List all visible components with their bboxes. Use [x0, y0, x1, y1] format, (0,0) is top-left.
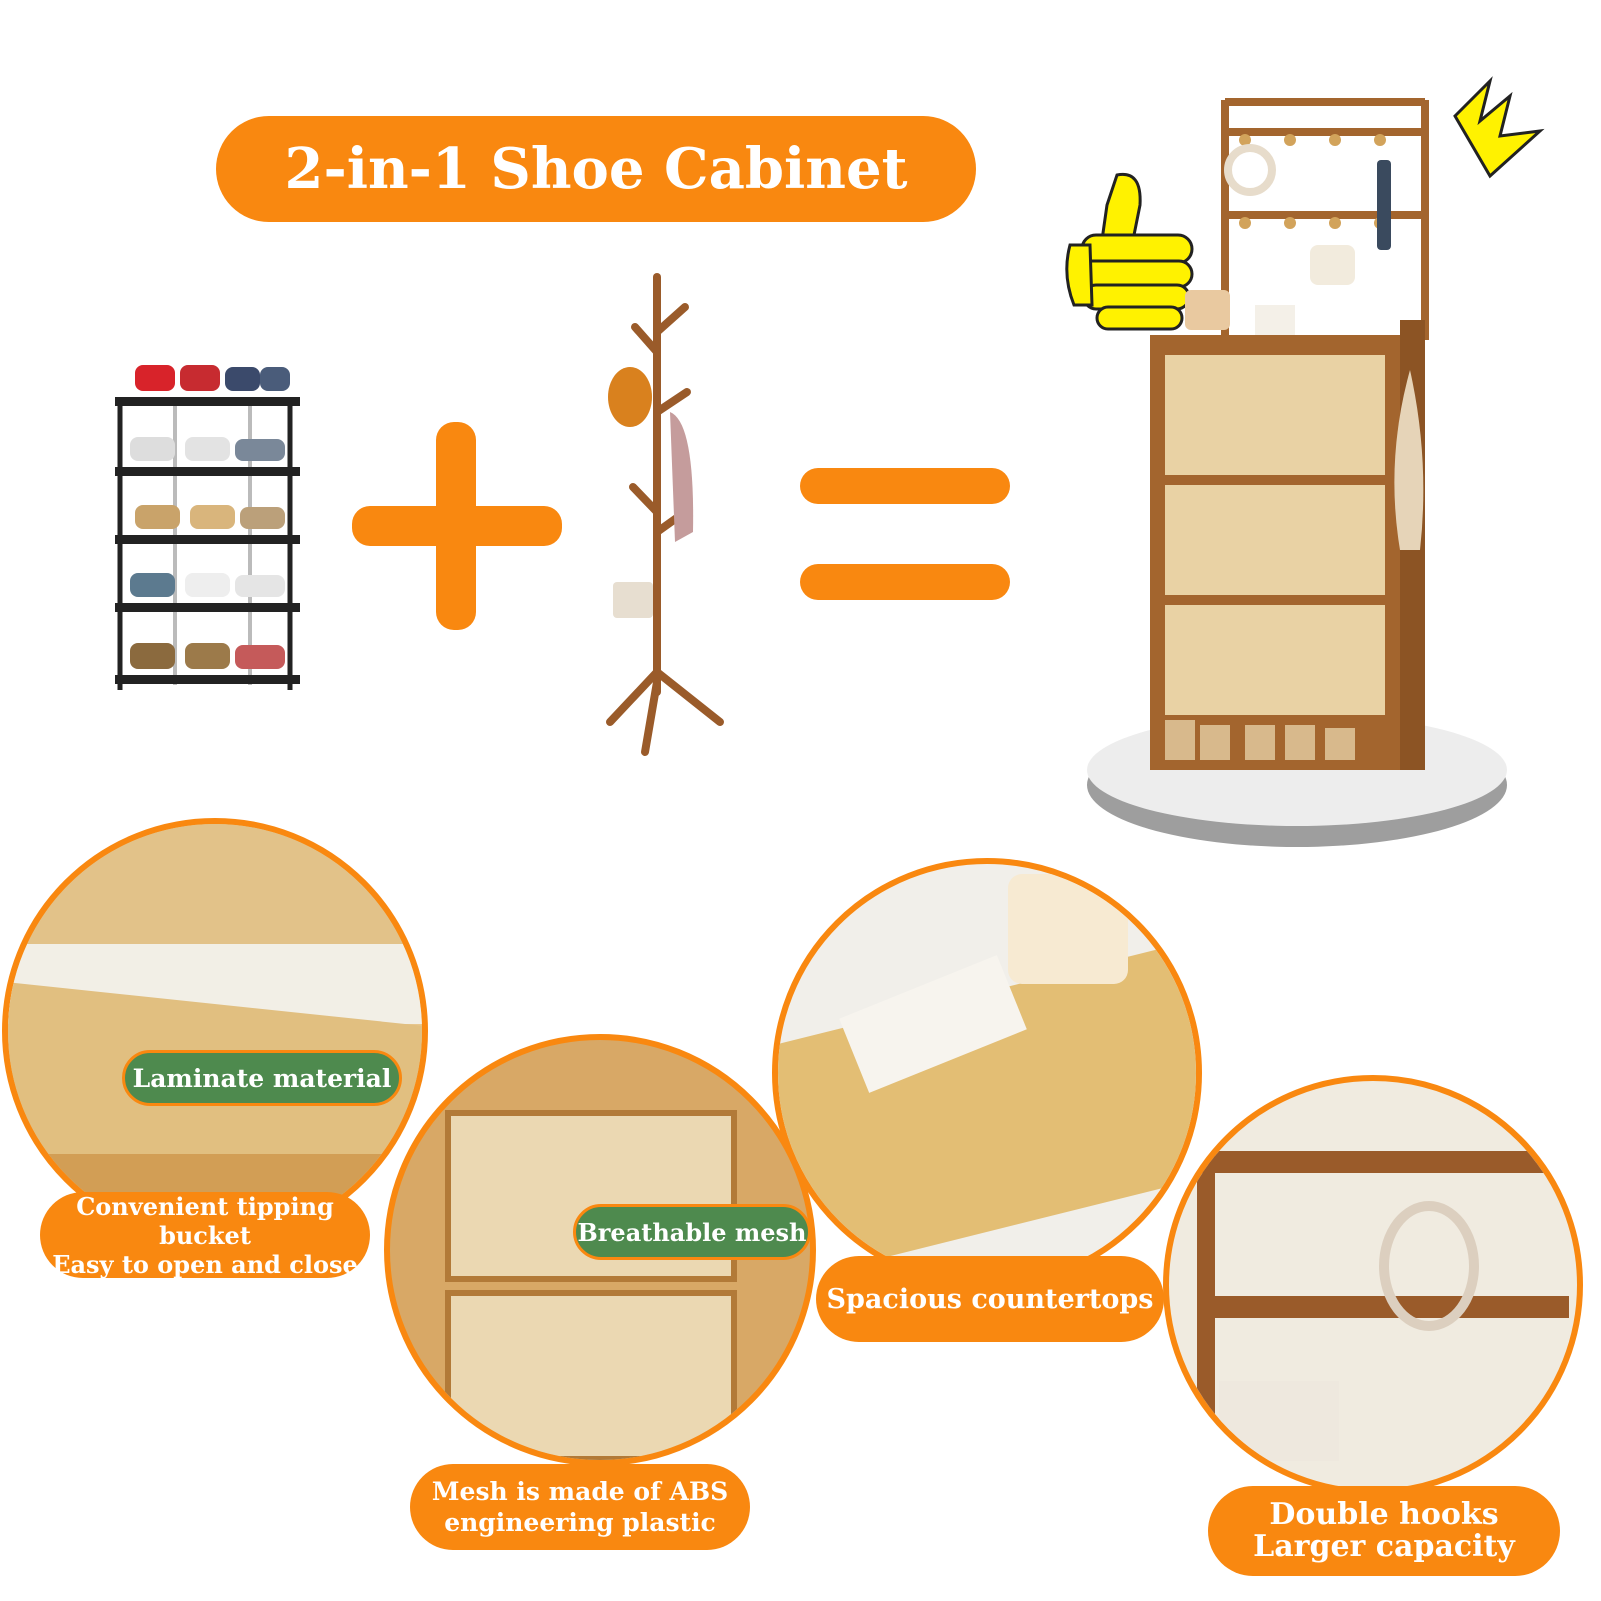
tipping-bucket-banner: Convenient tipping bucket Easy to open a… [40, 1191, 370, 1279]
mesh-label: Breathable mesh [573, 1204, 811, 1260]
countertops-text: Spacious countertops [826, 1283, 1154, 1315]
mesh-text: Breathable mesh [577, 1217, 807, 1247]
thumbs-up-icon [1062, 165, 1212, 345]
hooks-line1: Double hooks [1269, 1497, 1499, 1532]
hooks-photo [1163, 1075, 1583, 1495]
countertop-photo [772, 858, 1202, 1288]
countertops-banner: Spacious countertops [816, 1256, 1164, 1342]
hooks-banner: Double hooks Larger capacity [1208, 1486, 1560, 1576]
coat-stand-icon [605, 272, 735, 767]
page-title: 2-in-1 Shoe Cabinet [284, 136, 908, 202]
hooks-line2: Larger capacity [1253, 1529, 1515, 1564]
tipping-bucket-photo [2, 818, 428, 1244]
abs-line1: Mesh is made of ABS [431, 1477, 729, 1506]
abs-banner: Mesh is made of ABS engineering plastic [410, 1464, 750, 1550]
cabinet-icon [1085, 80, 1510, 855]
laminate-label: Laminate material [122, 1050, 402, 1106]
shoe-rack-icon [110, 345, 305, 725]
laminate-text: Laminate material [132, 1063, 392, 1093]
tipping-bucket-line2: Easy to open and close [52, 1249, 358, 1279]
equals-icon [800, 468, 1010, 600]
abs-line2: engineering plastic [444, 1508, 716, 1537]
tipping-bucket-line1: Convenient tipping bucket [76, 1191, 334, 1250]
title-banner: 2-in-1 Shoe Cabinet [216, 116, 976, 222]
sparkle-icon [1450, 76, 1545, 186]
plus-icon [352, 422, 562, 630]
